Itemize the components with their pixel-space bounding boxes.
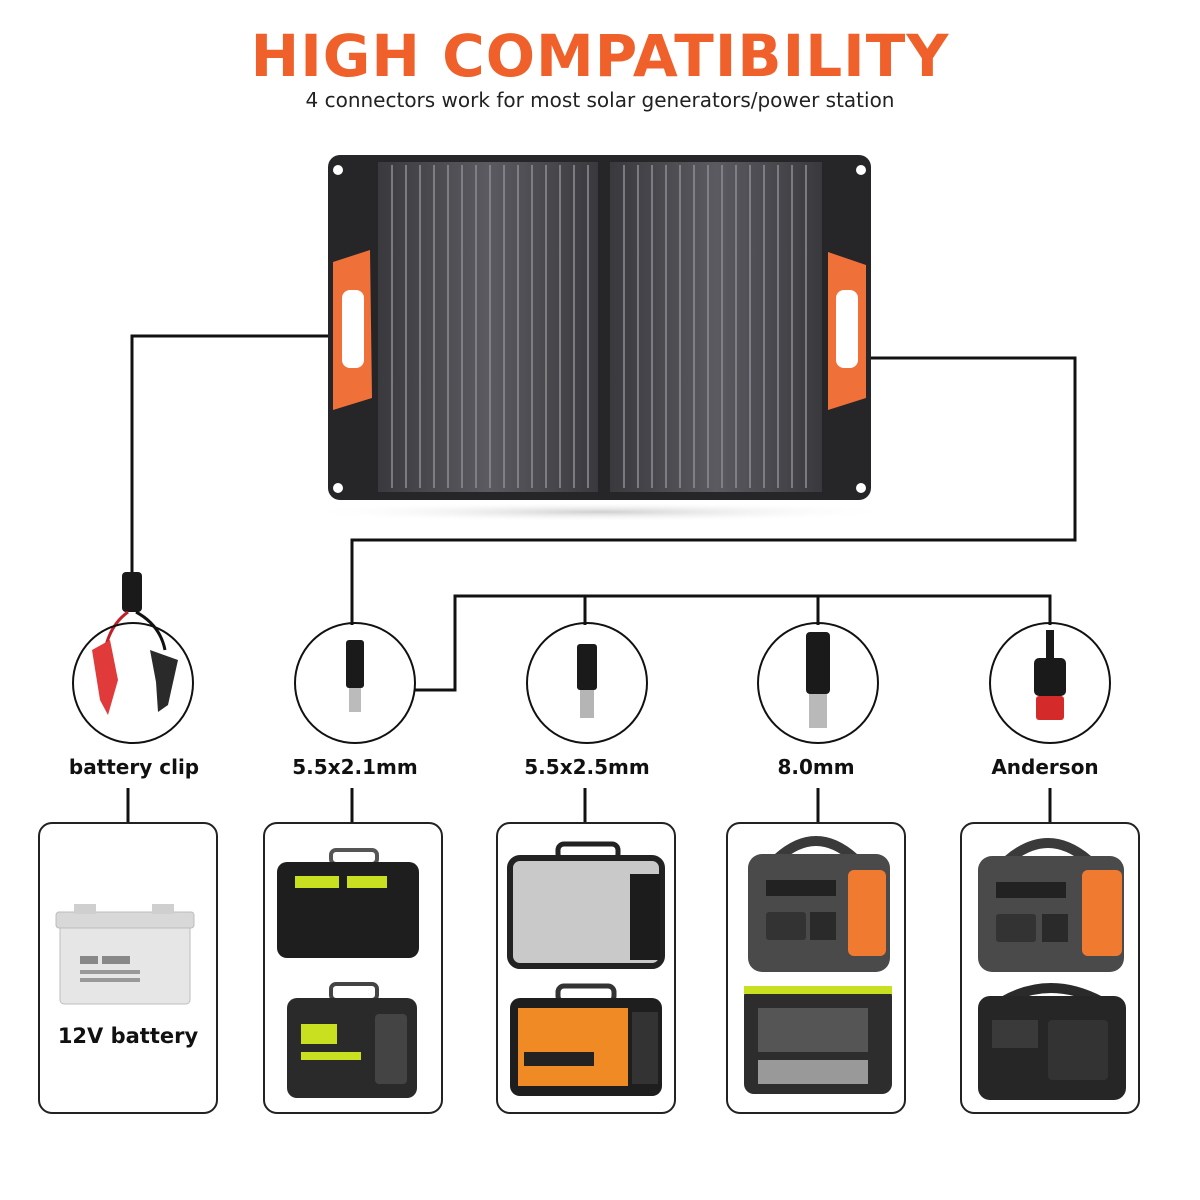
page-subtitle: 4 connectors work for most solar generat… [305, 88, 895, 112]
connector-label-anderson: Anderson [991, 755, 1099, 779]
device-box-8mm [726, 822, 906, 1114]
panel-cells-right [610, 162, 822, 492]
device-box-battery: 12V battery [38, 822, 218, 1114]
panel-cells-left [378, 162, 598, 492]
dc-5521-plug-icon [294, 622, 416, 744]
solar-panel [328, 155, 871, 500]
power-station-images [277, 848, 419, 1098]
cable-battery-clip [130, 334, 340, 580]
power-station-images-2 [507, 841, 665, 1096]
connector-label-5521: 5.5x2.1mm [292, 755, 418, 779]
device-box-5525 [496, 822, 676, 1114]
battery-image [55, 904, 195, 1005]
dc-8mm-plug-icon [757, 622, 879, 744]
cable-main [350, 356, 1077, 625]
anderson-plug-icon [989, 622, 1111, 744]
panel-shadow [300, 502, 900, 522]
connector-label-5525: 5.5x2.5mm [524, 755, 650, 779]
device-box-5521 [263, 822, 443, 1114]
power-station-images-3 [744, 836, 892, 1094]
device-box-anderson [960, 822, 1140, 1114]
panel-cell-lines [391, 165, 807, 488]
power-station-images-4 [978, 838, 1126, 1100]
label-ticks [126, 788, 1052, 822]
battery-label: 12V battery [57, 1024, 199, 1048]
cables [126, 334, 1077, 822]
handle-left-icon [333, 250, 372, 410]
connector-label-8mm: 8.0mm [777, 755, 855, 779]
cable-branch [415, 594, 1052, 692]
handle-right-icon [828, 252, 866, 410]
page-title: HIGH COMPATIBILITY [250, 22, 950, 90]
battery-clip-icon [72, 572, 194, 744]
dc-5525-plug-icon [526, 622, 648, 744]
connector-label-battery-clip: battery clip [68, 755, 200, 779]
